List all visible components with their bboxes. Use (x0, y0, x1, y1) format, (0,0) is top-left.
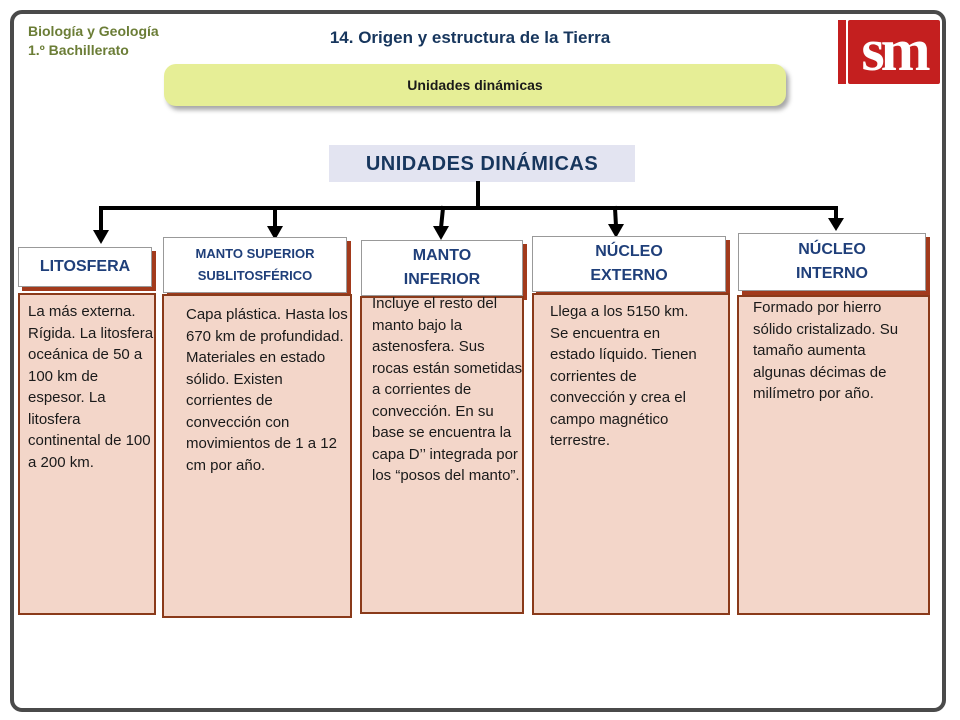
logo-text: sm (861, 17, 930, 83)
section-title: Unidades dinámicas (407, 77, 543, 93)
diagram-title: UNIDADES DINÁMICAS (365, 153, 599, 175)
unit-body-manto-superior: Capa plástica. Hasta los 670 km de profu… (162, 294, 352, 618)
arrow-head-1 (93, 230, 109, 244)
unit-label-line: MANTO (412, 247, 472, 264)
unit-label-line: EXTERNO (590, 267, 668, 284)
section-banner: Unidades dinámicas (164, 64, 786, 106)
diagram-title-box: UNIDADES DINÁMICAS (329, 145, 635, 182)
unit-header-manto-inferior: MANTO INFERIOR (361, 240, 523, 296)
sm-logo: sm (838, 17, 940, 84)
subject-label: Biología y Geología 1.º Bachillerato (28, 22, 228, 60)
unit-body-nucleo-interno: Formado por hierro sólido cristalizado. … (737, 295, 930, 615)
unit-label-line: SUBLITOSFÉRICO (197, 268, 313, 283)
unit-label-line: NÚCLEO (595, 243, 663, 260)
unit-body-litosfera: La más externa. Rígida. La litosfera oce… (18, 293, 156, 615)
drop-line-3 (438, 205, 446, 231)
unit-description: Incluye el resto del manto bajo la asten… (372, 295, 523, 484)
unit-label-line: MANTO SUPERIOR (195, 246, 315, 261)
arrow-head-2 (267, 226, 283, 240)
subject-line-1: Biología y Geología (28, 23, 159, 39)
subject-line-2: 1.º Bachillerato (28, 42, 129, 58)
arrow-head-4 (608, 224, 624, 238)
unit-description: La más externa. Rígida. La litosfera oce… (28, 303, 154, 471)
unit-label-line: INFERIOR (403, 271, 481, 288)
unit-description: Capa plástica. Hasta los 670 km de profu… (186, 306, 348, 474)
unit-label-line: INTERNO (796, 265, 868, 282)
unit-header-nucleo-interno: NÚCLEO INTERNO (738, 233, 926, 291)
unit-body-manto-inferior: Incluye el resto del manto bajo la asten… (360, 295, 524, 614)
unit-header-litosfera: LITOSFERA (18, 247, 152, 287)
arrow-head-5 (828, 218, 844, 231)
unit-label-line: LITOSFERA (39, 258, 131, 275)
unit-header-manto-superior: MANTO SUPERIOR SUBLITOSFÉRICO (163, 237, 347, 293)
arrow-head-3 (433, 226, 449, 240)
unit-description: Formado por hierro sólido cristalizado. … (753, 299, 899, 402)
unit-body-nucleo-externo: Llega a los 5150 km. Se encuentra en est… (532, 293, 730, 615)
unit-label-line: NÚCLEO (798, 241, 866, 258)
unit-header-nucleo-externo: NÚCLEO EXTERNO (532, 236, 726, 292)
chapter-title: 14. Origen y estructura de la Tierra (329, 28, 611, 47)
drop-line-4 (612, 205, 619, 229)
unit-description: Llega a los 5150 km. Se encuentra en est… (550, 303, 697, 449)
